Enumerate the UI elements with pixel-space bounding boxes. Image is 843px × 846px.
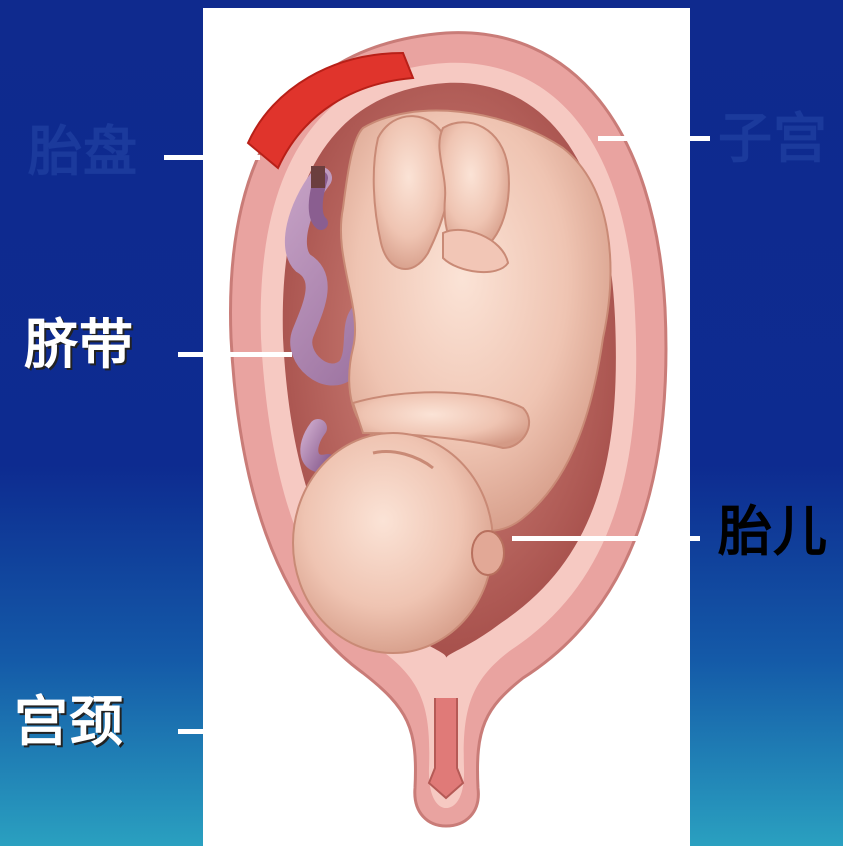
uterus-label: 子宫 <box>718 112 828 166</box>
cervix-shape <box>429 698 463 798</box>
fetus-ear <box>472 531 504 575</box>
umbilical-cord-label: 脐带 <box>24 318 134 372</box>
uterus-leader-line <box>598 136 710 141</box>
fetus-leader-line <box>512 536 700 541</box>
cervix-leader-line <box>178 729 406 734</box>
umbilical-cord-leader-line <box>178 352 292 357</box>
fetus-head <box>293 433 493 653</box>
placenta-leader-line <box>164 155 260 160</box>
placenta-label: 胎盘 <box>28 125 138 179</box>
uterus-fetus-illustration <box>203 8 690 846</box>
fetus-label: 胎儿 <box>718 505 828 559</box>
cervix-label: 宫颈 <box>14 695 124 749</box>
illustration-panel <box>203 8 690 846</box>
